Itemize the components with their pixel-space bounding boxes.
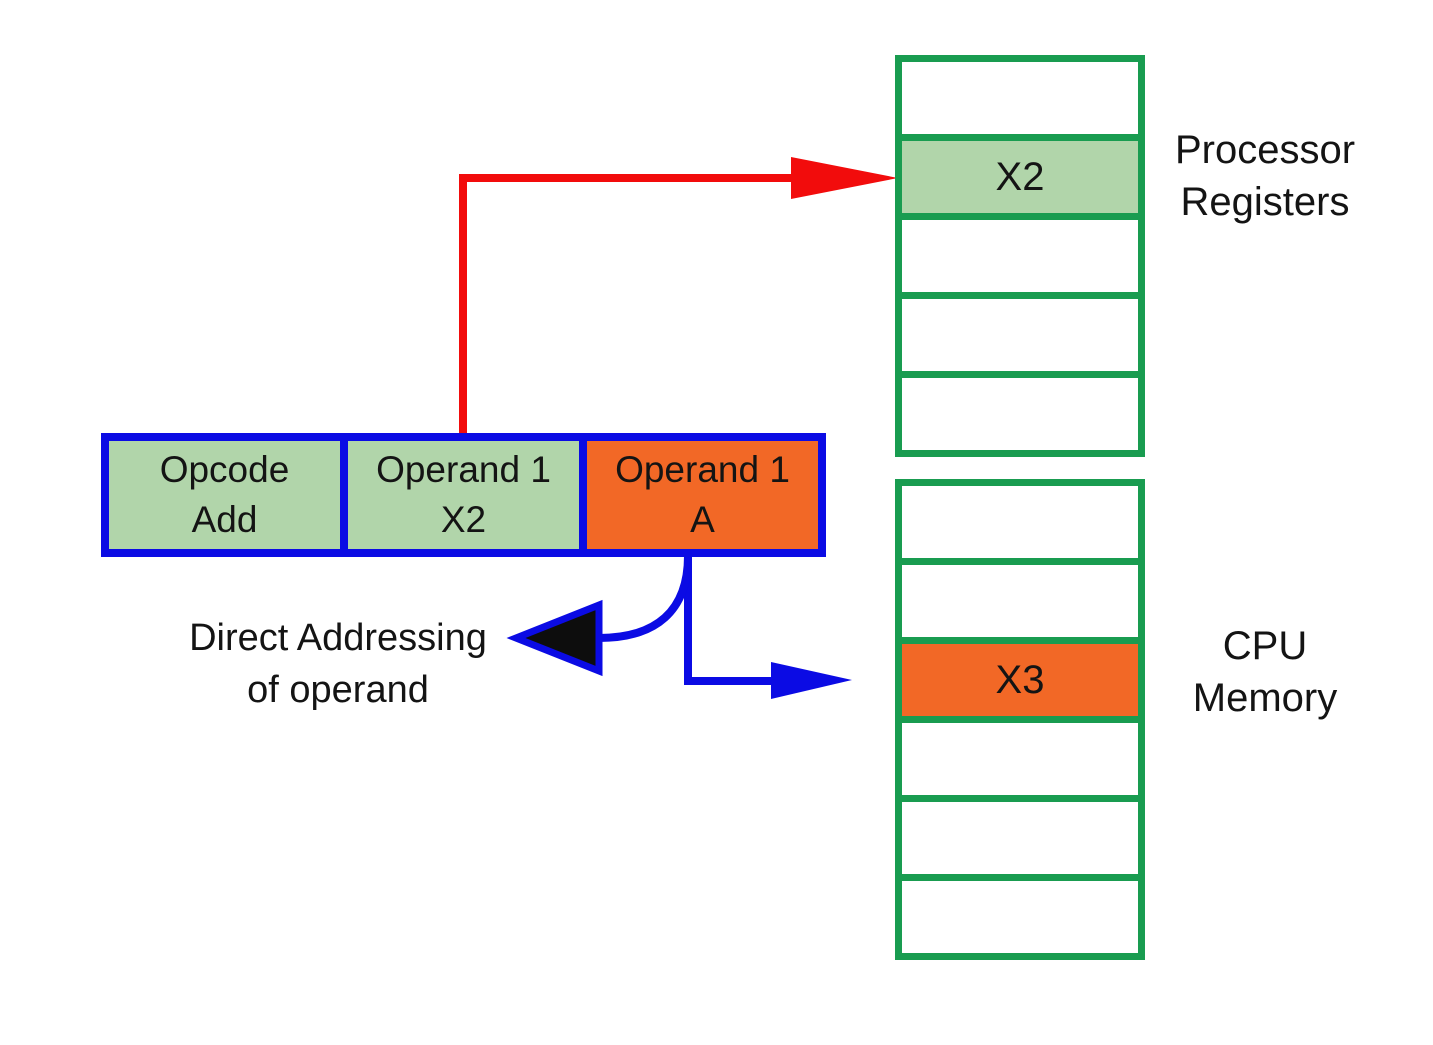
operand1-value: X2	[440, 499, 487, 540]
memory-row	[895, 874, 1145, 960]
register-row	[895, 371, 1145, 457]
memory-table: X3	[895, 479, 1145, 960]
instruction-cell-opcode: Opcode Add	[101, 433, 348, 557]
cpu-memory-label-line1: CPU	[1222, 624, 1308, 668]
register-row	[895, 213, 1145, 299]
instruction-cell-operand1: Operand 1 X2	[340, 433, 587, 557]
register-cell-value: X2	[995, 154, 1045, 199]
annotation-line2: of operand	[247, 669, 429, 711]
processor-registers-label: Processor Registers	[1148, 124, 1382, 228]
operand1-label: Operand 1	[376, 449, 551, 490]
register-row-x2: X2	[895, 134, 1145, 220]
opcode-value: Add	[191, 499, 258, 540]
instruction-cell-operand2: Operand 1 A	[579, 433, 826, 557]
annotation-line1: Direct Addressing	[189, 617, 487, 659]
direct-addressing-annotation: Direct Addressing of operand	[138, 612, 538, 716]
operand2-value: A	[690, 499, 715, 540]
processor-registers-label-line1: Processor	[1174, 128, 1356, 172]
opcode-label: Opcode	[159, 449, 290, 490]
instruction-box: Opcode Add Operand 1 X2 Operand 1 A	[101, 433, 826, 557]
cpu-memory-label-line2: Memory	[1192, 676, 1338, 720]
annotation-curve-line	[598, 555, 692, 642]
registers-table: X2	[895, 55, 1145, 457]
memory-row	[895, 795, 1145, 881]
blue-memory-arrow-line	[684, 556, 775, 685]
memory-row	[895, 716, 1145, 802]
cpu-memory-label: CPU Memory	[1148, 620, 1382, 724]
memory-row-x3: X3	[895, 637, 1145, 723]
memory-row	[895, 479, 1145, 565]
blue-memory-arrowhead	[771, 662, 852, 699]
red-register-arrowhead	[791, 157, 898, 199]
register-row	[895, 55, 1145, 141]
red-register-arrow-line	[459, 174, 797, 435]
operand2-label: Operand 1	[615, 449, 790, 490]
register-row	[895, 292, 1145, 378]
memory-row	[895, 558, 1145, 644]
memory-cell-value: X3	[995, 657, 1045, 702]
processor-registers-label-line2: Registers	[1180, 180, 1350, 224]
